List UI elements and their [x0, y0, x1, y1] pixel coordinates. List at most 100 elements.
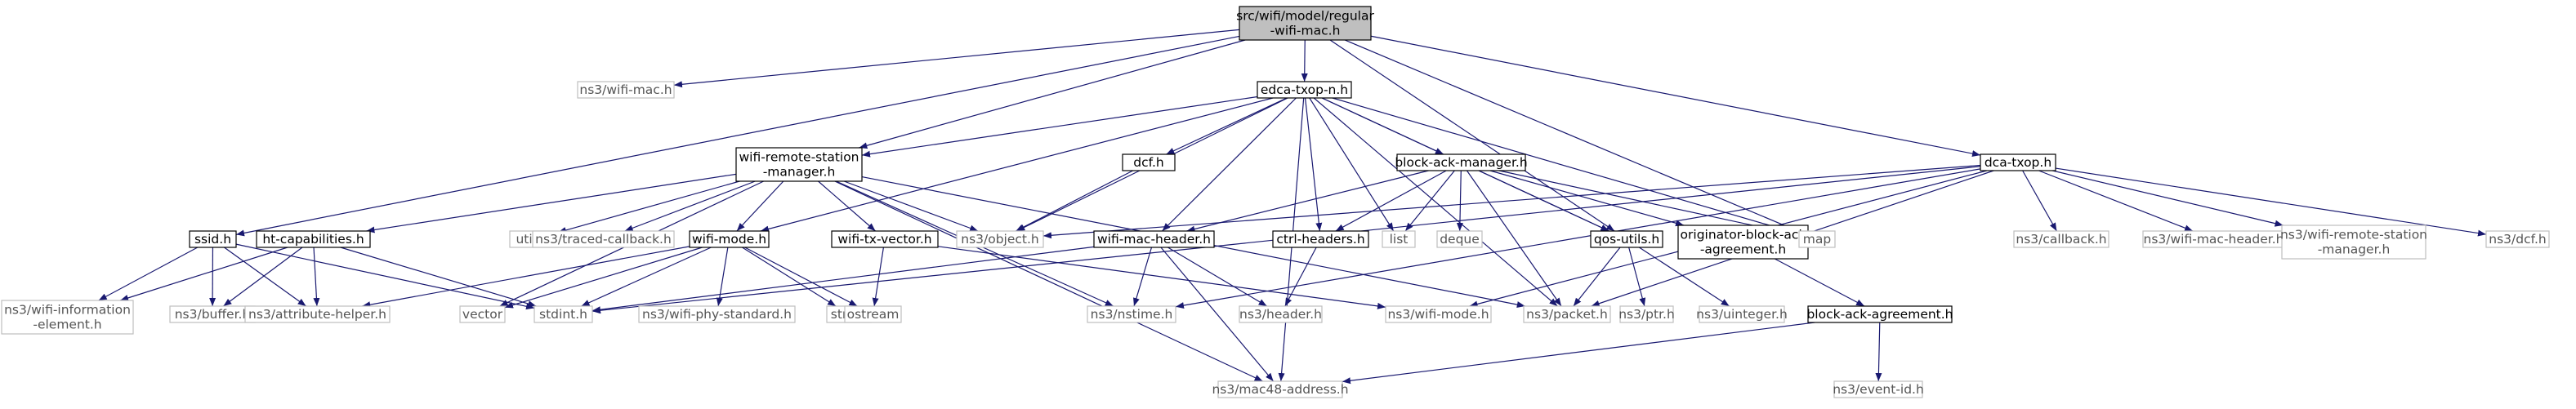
- node-ptr: ns3/ptr.h: [1618, 305, 1675, 323]
- edge-dcatxop-to-object: [1042, 164, 1981, 239]
- node-deque: deque: [1436, 230, 1483, 248]
- edge-dcatxop-to-nstime: [1175, 168, 1981, 309]
- edge-wrsm-to-utility: [557, 180, 740, 233]
- node-box: [1699, 305, 1785, 323]
- node-label: -manager.h: [2318, 242, 2391, 257]
- edge-bam-to-packet: [1466, 170, 1562, 307]
- node-label: originator-block-ack: [1681, 228, 1806, 242]
- edge-root-to-edca: [1301, 39, 1308, 82]
- edge-edca-to-dcf: [1166, 97, 1288, 155]
- node-label: -wifi-mac.h: [1270, 24, 1341, 38]
- edge-qos-to-ptr: [1628, 247, 1646, 307]
- edge-htcap-to-buffer: [223, 247, 303, 307]
- edge-wrsm-to-traced: [624, 180, 756, 232]
- node-box: [956, 230, 1044, 248]
- node-label: ns3/mac48-address.h: [1212, 382, 1348, 397]
- node-wtxv[interactable]: wifi-tx-vector.h: [831, 230, 939, 248]
- edge-dcatxop-to-ns3dcf: [2055, 167, 2487, 237]
- node-label: dcf.h: [1133, 155, 1163, 170]
- edge-wtxv-to-ns3wifimode: [937, 246, 1386, 309]
- edge-qos-to-uinteger: [1638, 247, 1730, 307]
- node-label: ns3/dcf.h: [2489, 232, 2546, 247]
- node-dcf[interactable]: dcf.h: [1122, 153, 1176, 171]
- node-box: [1590, 230, 1663, 248]
- node-baa[interactable]: block-ack-agreement.h: [1806, 305, 1953, 323]
- node-label: vector: [462, 307, 503, 322]
- node-label: ht-capabilities.h: [262, 232, 364, 247]
- node-label: ns3/callback.h: [2016, 232, 2106, 247]
- node-box: [1093, 230, 1215, 248]
- edge-wifimode-to-string: [742, 247, 837, 307]
- edge-dcatxop-to-ns3wrsm: [2052, 170, 2284, 227]
- node-edca[interactable]: edca-txop-n.h: [1257, 81, 1352, 99]
- node-label: ctrl-headers.h: [1276, 232, 1364, 247]
- node-ns3dcf: ns3/dcf.h: [2485, 230, 2550, 248]
- edge-bam-to-list: [1404, 170, 1455, 232]
- node-label: edca-txop-n.h: [1261, 82, 1348, 97]
- edge-edca-to-wmh: [1162, 97, 1297, 232]
- node-qos[interactable]: qos-utils.h: [1590, 230, 1663, 248]
- node-label: ns3/wifi-phy-standard.h: [642, 307, 792, 322]
- edge-wrsm-to-object: [843, 180, 979, 232]
- node-label: wifi-remote-station: [739, 150, 859, 165]
- node-list: list: [1382, 230, 1416, 248]
- edge-edca-to-wrsm: [861, 96, 1258, 158]
- node-box: [532, 230, 675, 248]
- node-label: ns3/header.h: [1239, 307, 1322, 322]
- edge-dcf-to-object: [1016, 170, 1133, 232]
- node-htcap[interactable]: ht-capabilities.h: [256, 230, 371, 248]
- node-header: ns3/header.h: [1239, 305, 1323, 323]
- node-ns3wifimode: ns3/wifi-mode.h: [1385, 305, 1492, 323]
- node-ctrl[interactable]: ctrl-headers.h: [1272, 230, 1369, 248]
- edge-dcatxop-to-callback: [2022, 170, 2057, 232]
- edge-root-to-map: [1344, 39, 1800, 233]
- edge-ssid-to-stdint: [235, 243, 535, 310]
- node-wrsm[interactable]: wifi-remote-station-manager.h: [735, 147, 863, 182]
- edge-bam-to-map: [1498, 170, 1800, 238]
- edge-dcatxop-to-ns3wmh: [2038, 170, 2194, 232]
- node-wie: ns3/wifi-information-element.h: [1, 300, 134, 335]
- edge-root-to-dcatxop: [1370, 35, 1981, 158]
- node-box: [2281, 225, 2426, 260]
- node-wifimac: ns3/wifi-mac.h: [577, 81, 675, 99]
- node-oba[interactable]: originator-block-ack-agreement.h: [1677, 225, 1809, 260]
- edge-wifimode-to-vector: [504, 247, 703, 309]
- edge-bam-to-ctrl: [1335, 170, 1447, 232]
- edge-edca-to-list: [1309, 97, 1395, 232]
- edge-wrsm-to-mac48: [834, 180, 1263, 382]
- node-label: ns3/attribute-helper.h: [248, 307, 386, 322]
- node-label: block-ack-agreement.h: [1806, 307, 1953, 322]
- edge-bam-to-oba: [1489, 170, 1685, 227]
- node-box: [844, 305, 902, 323]
- node-box: [1396, 153, 1526, 171]
- node-box: [1833, 380, 1923, 398]
- edge-bam-to-deque: [1456, 170, 1463, 232]
- edge-edca-to-wifimode: [760, 97, 1274, 233]
- edge-wifimode-to-phystd: [716, 247, 729, 307]
- node-box: [1382, 230, 1416, 248]
- node-label: list: [1390, 232, 1409, 247]
- node-label: ns3/wifi-information: [4, 303, 131, 318]
- node-wmh[interactable]: wifi-mac-header.h: [1093, 230, 1215, 248]
- node-box: [1272, 230, 1369, 248]
- node-box: [831, 230, 939, 248]
- node-dcatxop[interactable]: dca-txop.h: [1980, 153, 2056, 171]
- node-label: -element.h: [33, 318, 101, 332]
- node-root: src/wifi/model/regular-wifi-mac.h: [1236, 6, 1374, 41]
- node-eventid: ns3/event-id.h: [1833, 380, 1924, 398]
- edge-root-to-ssid: [235, 35, 1240, 237]
- edge-oba-to-baa: [1775, 258, 1865, 307]
- edge-edca-to-map: [1332, 97, 1800, 235]
- edge-baa-to-mac48: [1342, 322, 1815, 385]
- node-box: [1807, 305, 1953, 323]
- node-wifimode[interactable]: wifi-mode.h: [689, 230, 770, 248]
- node-label: ns3/wifi-mac.h: [579, 82, 672, 97]
- node-ssid[interactable]: ssid.h: [189, 230, 237, 248]
- node-label: ostream: [847, 307, 900, 322]
- node-object: ns3/object.h: [956, 230, 1044, 248]
- node-buffer: ns3/buffer.h: [169, 305, 256, 323]
- node-box: [1619, 305, 1674, 323]
- node-bam[interactable]: block-ack-manager.h: [1395, 153, 1528, 171]
- node-stdint: stdint.h: [534, 305, 593, 323]
